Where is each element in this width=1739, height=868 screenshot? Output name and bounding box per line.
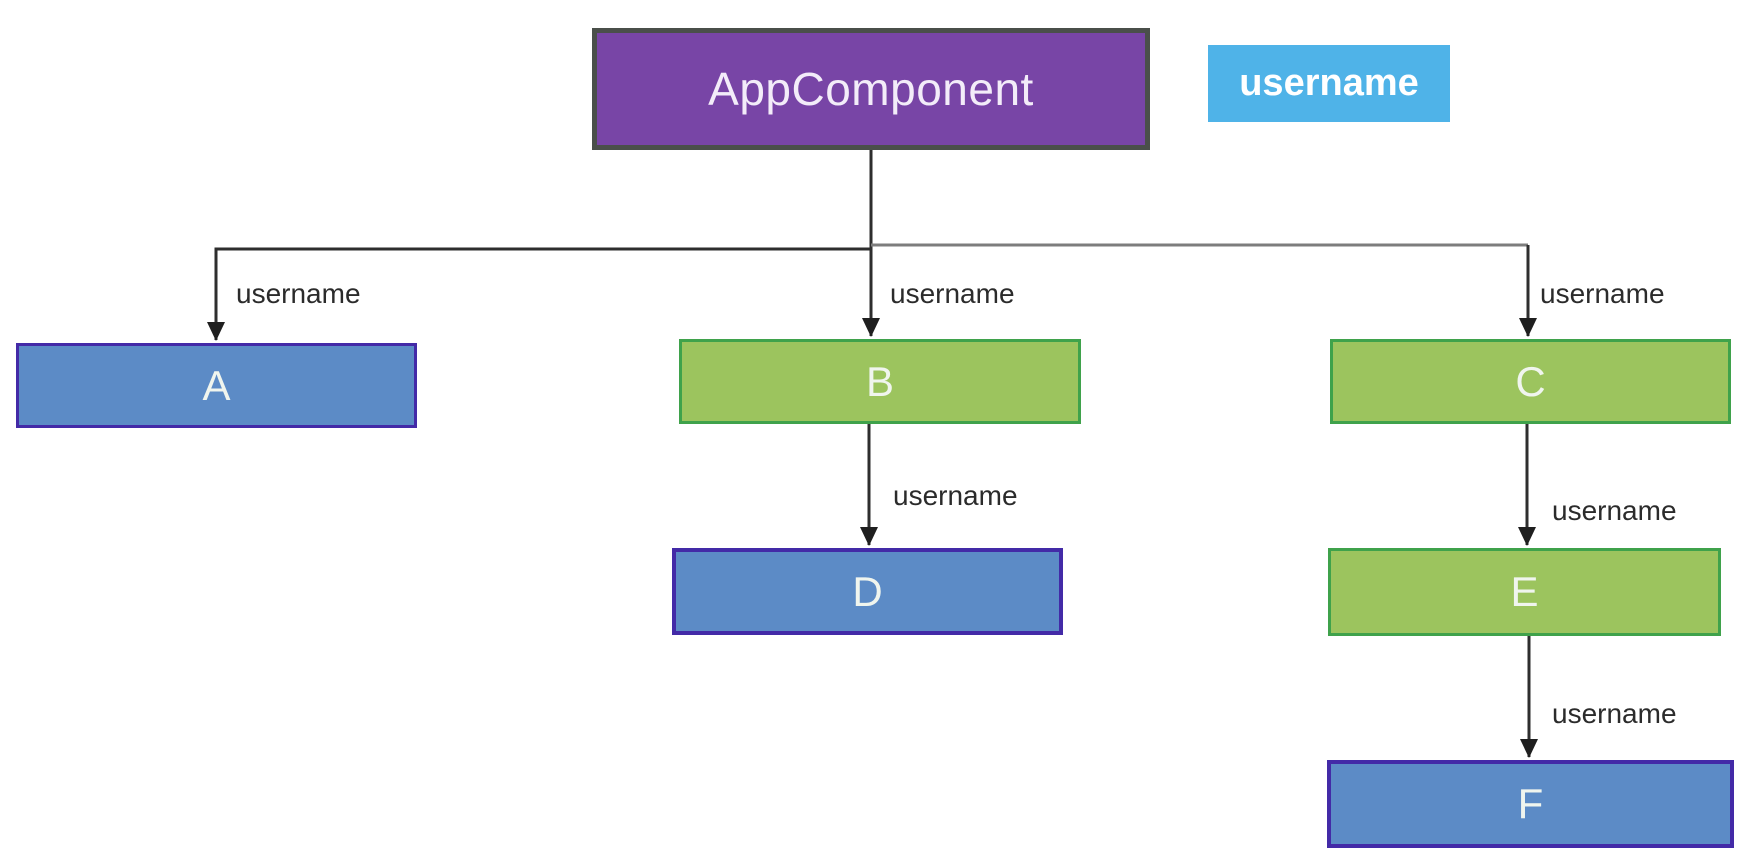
edge-label-b-to-d: username [893, 480, 1018, 511]
input-property-badge: username [1208, 45, 1450, 122]
node-a: A [16, 343, 417, 428]
node-d: D [672, 548, 1063, 635]
edge-appcomponent-to-a-line [207, 247, 871, 341]
edge-label-appcomponent-to-a: username [236, 278, 361, 309]
node-e: E [1328, 548, 1721, 636]
edge-label-c-to-e: username [1552, 495, 1677, 526]
node-f: F [1327, 760, 1734, 848]
node-c: C [1330, 339, 1731, 424]
node-b: B [679, 339, 1081, 424]
edge-label-appcomponent-to-c: username [1540, 278, 1665, 309]
edge-label-e-to-f: username [1552, 698, 1677, 729]
edge-label-appcomponent-to-b: username [890, 278, 1015, 309]
node-appcomponent: AppComponent [592, 28, 1150, 150]
